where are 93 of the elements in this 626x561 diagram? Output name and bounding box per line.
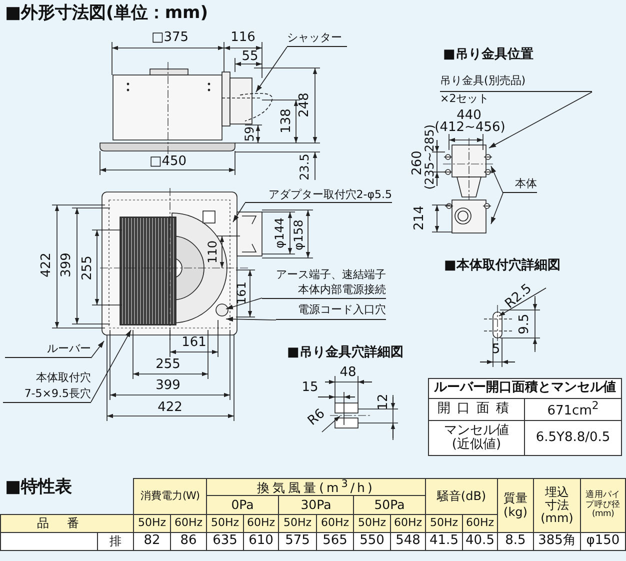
- header-cell: 0Pa: [206, 495, 279, 515]
- header-cell: 品番: [0, 514, 134, 533]
- dimension-label: φ144: [273, 218, 287, 248]
- dimension-label: 161: [235, 282, 249, 304]
- header-cell: 埋込寸法(mm): [533, 478, 581, 533]
- header-cell: 騒音(dB): [425, 478, 498, 515]
- data-cell: 550: [353, 532, 391, 551]
- header-cell: マンセル値(近似値): [428, 420, 525, 456]
- header-cell: 50Hz: [425, 514, 463, 533]
- dimension-label: 116: [230, 30, 256, 46]
- header-cell: 50Hz: [278, 514, 317, 533]
- header-cell: 60Hz: [243, 514, 279, 533]
- header-cell: ルーバー開口面積とマンセル値: [428, 378, 622, 399]
- data-cell: 548: [390, 532, 426, 551]
- fan-side-view-drawing: [100, 42, 320, 180]
- data-cell: 6.5Y8.8/0.5: [524, 420, 622, 456]
- header-cell: 適用パイプ呼び径(mm): [580, 478, 626, 533]
- dimension-label: 161: [182, 336, 206, 350]
- section-heading: ■吊り金具位置: [443, 48, 534, 62]
- dimension-label: 55: [242, 50, 258, 64]
- callout-label: 本体: [503, 177, 537, 193]
- data-cell: 86: [170, 532, 207, 551]
- dimension-label: 214: [412, 206, 428, 230]
- callout-label: アダプター取付穴2-φ5.5: [245, 188, 392, 203]
- dimension-label: 399: [60, 252, 74, 278]
- dimension-label: □375: [151, 30, 189, 46]
- header-cell: 60Hz: [170, 514, 207, 533]
- header-cell: 50Pa: [353, 495, 426, 515]
- dimension-label: 15: [302, 380, 318, 396]
- header-cell: 50Hz: [133, 514, 171, 533]
- leader-line: [90, 330, 132, 402]
- callout-label: 本体内部電源接続: [262, 283, 386, 299]
- leader-line: [490, 192, 504, 224]
- callout-label: 電源コード入口穴: [276, 303, 386, 320]
- dimension-label: (412~456): [434, 120, 506, 135]
- header-cell: 換気風量(m$^{3}$/h): [206, 478, 426, 496]
- dimension-label: 110: [206, 240, 220, 264]
- data-cell: 82: [133, 532, 171, 551]
- data-cell: 排: [97, 532, 134, 551]
- dimension-label: 23.5: [298, 154, 312, 180]
- dimension-label: 255: [156, 358, 180, 372]
- header-cell: 50Hz: [206, 514, 244, 533]
- diagram-title: ■外形寸法図(単位：mm): [5, 4, 208, 23]
- leader-line: [90, 340, 104, 358]
- callout-label: ×2セット: [440, 92, 490, 106]
- header-cell: 消費電力(W): [133, 478, 207, 515]
- data-cell: 41.5: [425, 532, 463, 551]
- section-heading: ■本体取付穴詳細図: [444, 259, 560, 274]
- header-cell: 30Pa: [278, 495, 354, 515]
- section-heading: ■特性表: [5, 478, 72, 497]
- callout-label: 本体取付穴: [35, 371, 91, 386]
- header-cell: 質量(kg): [497, 478, 534, 533]
- data-cell: 610: [243, 532, 279, 551]
- leader-line: [256, 46, 288, 92]
- callout-label: シャッター: [287, 31, 347, 47]
- dimension-label: 48: [340, 366, 356, 380]
- header-cell: 60Hz: [390, 514, 426, 533]
- dimension-label: 260: [410, 150, 425, 176]
- callout-label: 7-5×9.5長穴: [3, 386, 91, 403]
- data-cell: 8.5: [497, 532, 534, 551]
- callout-label: アース端子、速結端子: [275, 268, 386, 283]
- header-cell: 50Hz: [353, 514, 391, 533]
- leader-line: [488, 92, 592, 148]
- data-cell: 565: [316, 532, 354, 551]
- dimension-label: R6: [306, 406, 328, 430]
- dimension-label: 59: [243, 126, 257, 142]
- dimension-label: 248: [298, 92, 312, 118]
- dimension-label: 399: [156, 378, 180, 394]
- header-cell: 60Hz: [462, 514, 498, 533]
- dimension-label: 138: [280, 108, 294, 134]
- dimension-label: 255: [80, 256, 96, 280]
- header-cell: 60Hz: [316, 514, 354, 533]
- header-cell: 開口面積: [428, 398, 525, 421]
- data-cell: 40.5: [462, 532, 498, 551]
- dimension-label: 9.5: [518, 314, 532, 334]
- leader-line: [226, 298, 262, 310]
- data-cell: φ150: [580, 532, 626, 551]
- dimension-label: φ158: [292, 220, 306, 250]
- data-cell: 385角: [533, 532, 581, 551]
- section-heading: ■吊り金具穴詳細図: [287, 346, 404, 360]
- data-cell: 575: [278, 532, 317, 551]
- dimension-label: 422: [158, 400, 182, 416]
- leader-line: [226, 316, 276, 322]
- dimension-label: 422: [40, 252, 54, 278]
- callout-label: ルーバー: [5, 342, 91, 358]
- dimension-label: □450: [149, 154, 187, 170]
- dimension-label: (235~285): [423, 124, 436, 190]
- callout-label: 吊り金具(別売品): [440, 74, 592, 92]
- data-cell: 671cm$^{2}$: [524, 398, 622, 421]
- leader-line: [490, 166, 504, 194]
- data-cell: 635: [206, 532, 244, 551]
- dimension-label: 12: [376, 394, 392, 410]
- leader-line: [232, 202, 246, 222]
